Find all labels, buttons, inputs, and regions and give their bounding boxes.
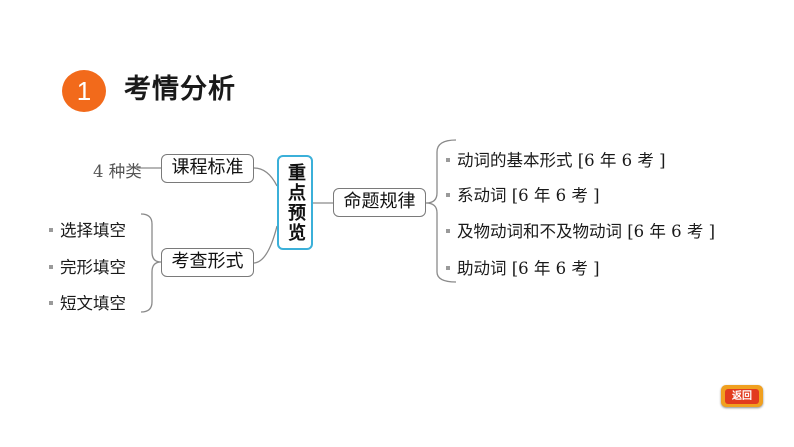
bullet-icon [49, 265, 53, 269]
form-item: 短文填空 [60, 294, 126, 313]
standard-note: 4 种类 [93, 162, 142, 181]
bullet-icon [446, 266, 450, 270]
section-number-badge: 1 [62, 70, 106, 112]
exam-form-node: 考查形式 [161, 248, 254, 277]
back-button-label: 返回 [725, 388, 759, 404]
course-standard-node: 课程标准 [161, 154, 254, 183]
back-button[interactable]: 返回 [721, 385, 763, 407]
pattern-item: 及物动词和不及物动词 [6 年 6 考 ] [457, 222, 716, 241]
pattern-item: 系动词 [6 年 6 考 ] [457, 186, 600, 205]
section-title: 考情分析 [124, 74, 236, 105]
center-node: 重点预览 [277, 155, 313, 250]
bullet-icon [49, 228, 53, 232]
form-item: 选择填空 [60, 221, 126, 240]
pattern-item: 助动词 [6 年 6 考 ] [457, 259, 600, 278]
pattern-item: 动词的基本形式 [6 年 6 考 ] [457, 151, 666, 170]
pattern-node: 命题规律 [333, 188, 426, 217]
bullet-icon [446, 229, 450, 233]
bullet-icon [446, 193, 450, 197]
form-item: 完形填空 [60, 258, 126, 277]
bullet-icon [49, 301, 53, 305]
bullet-icon [446, 158, 450, 162]
